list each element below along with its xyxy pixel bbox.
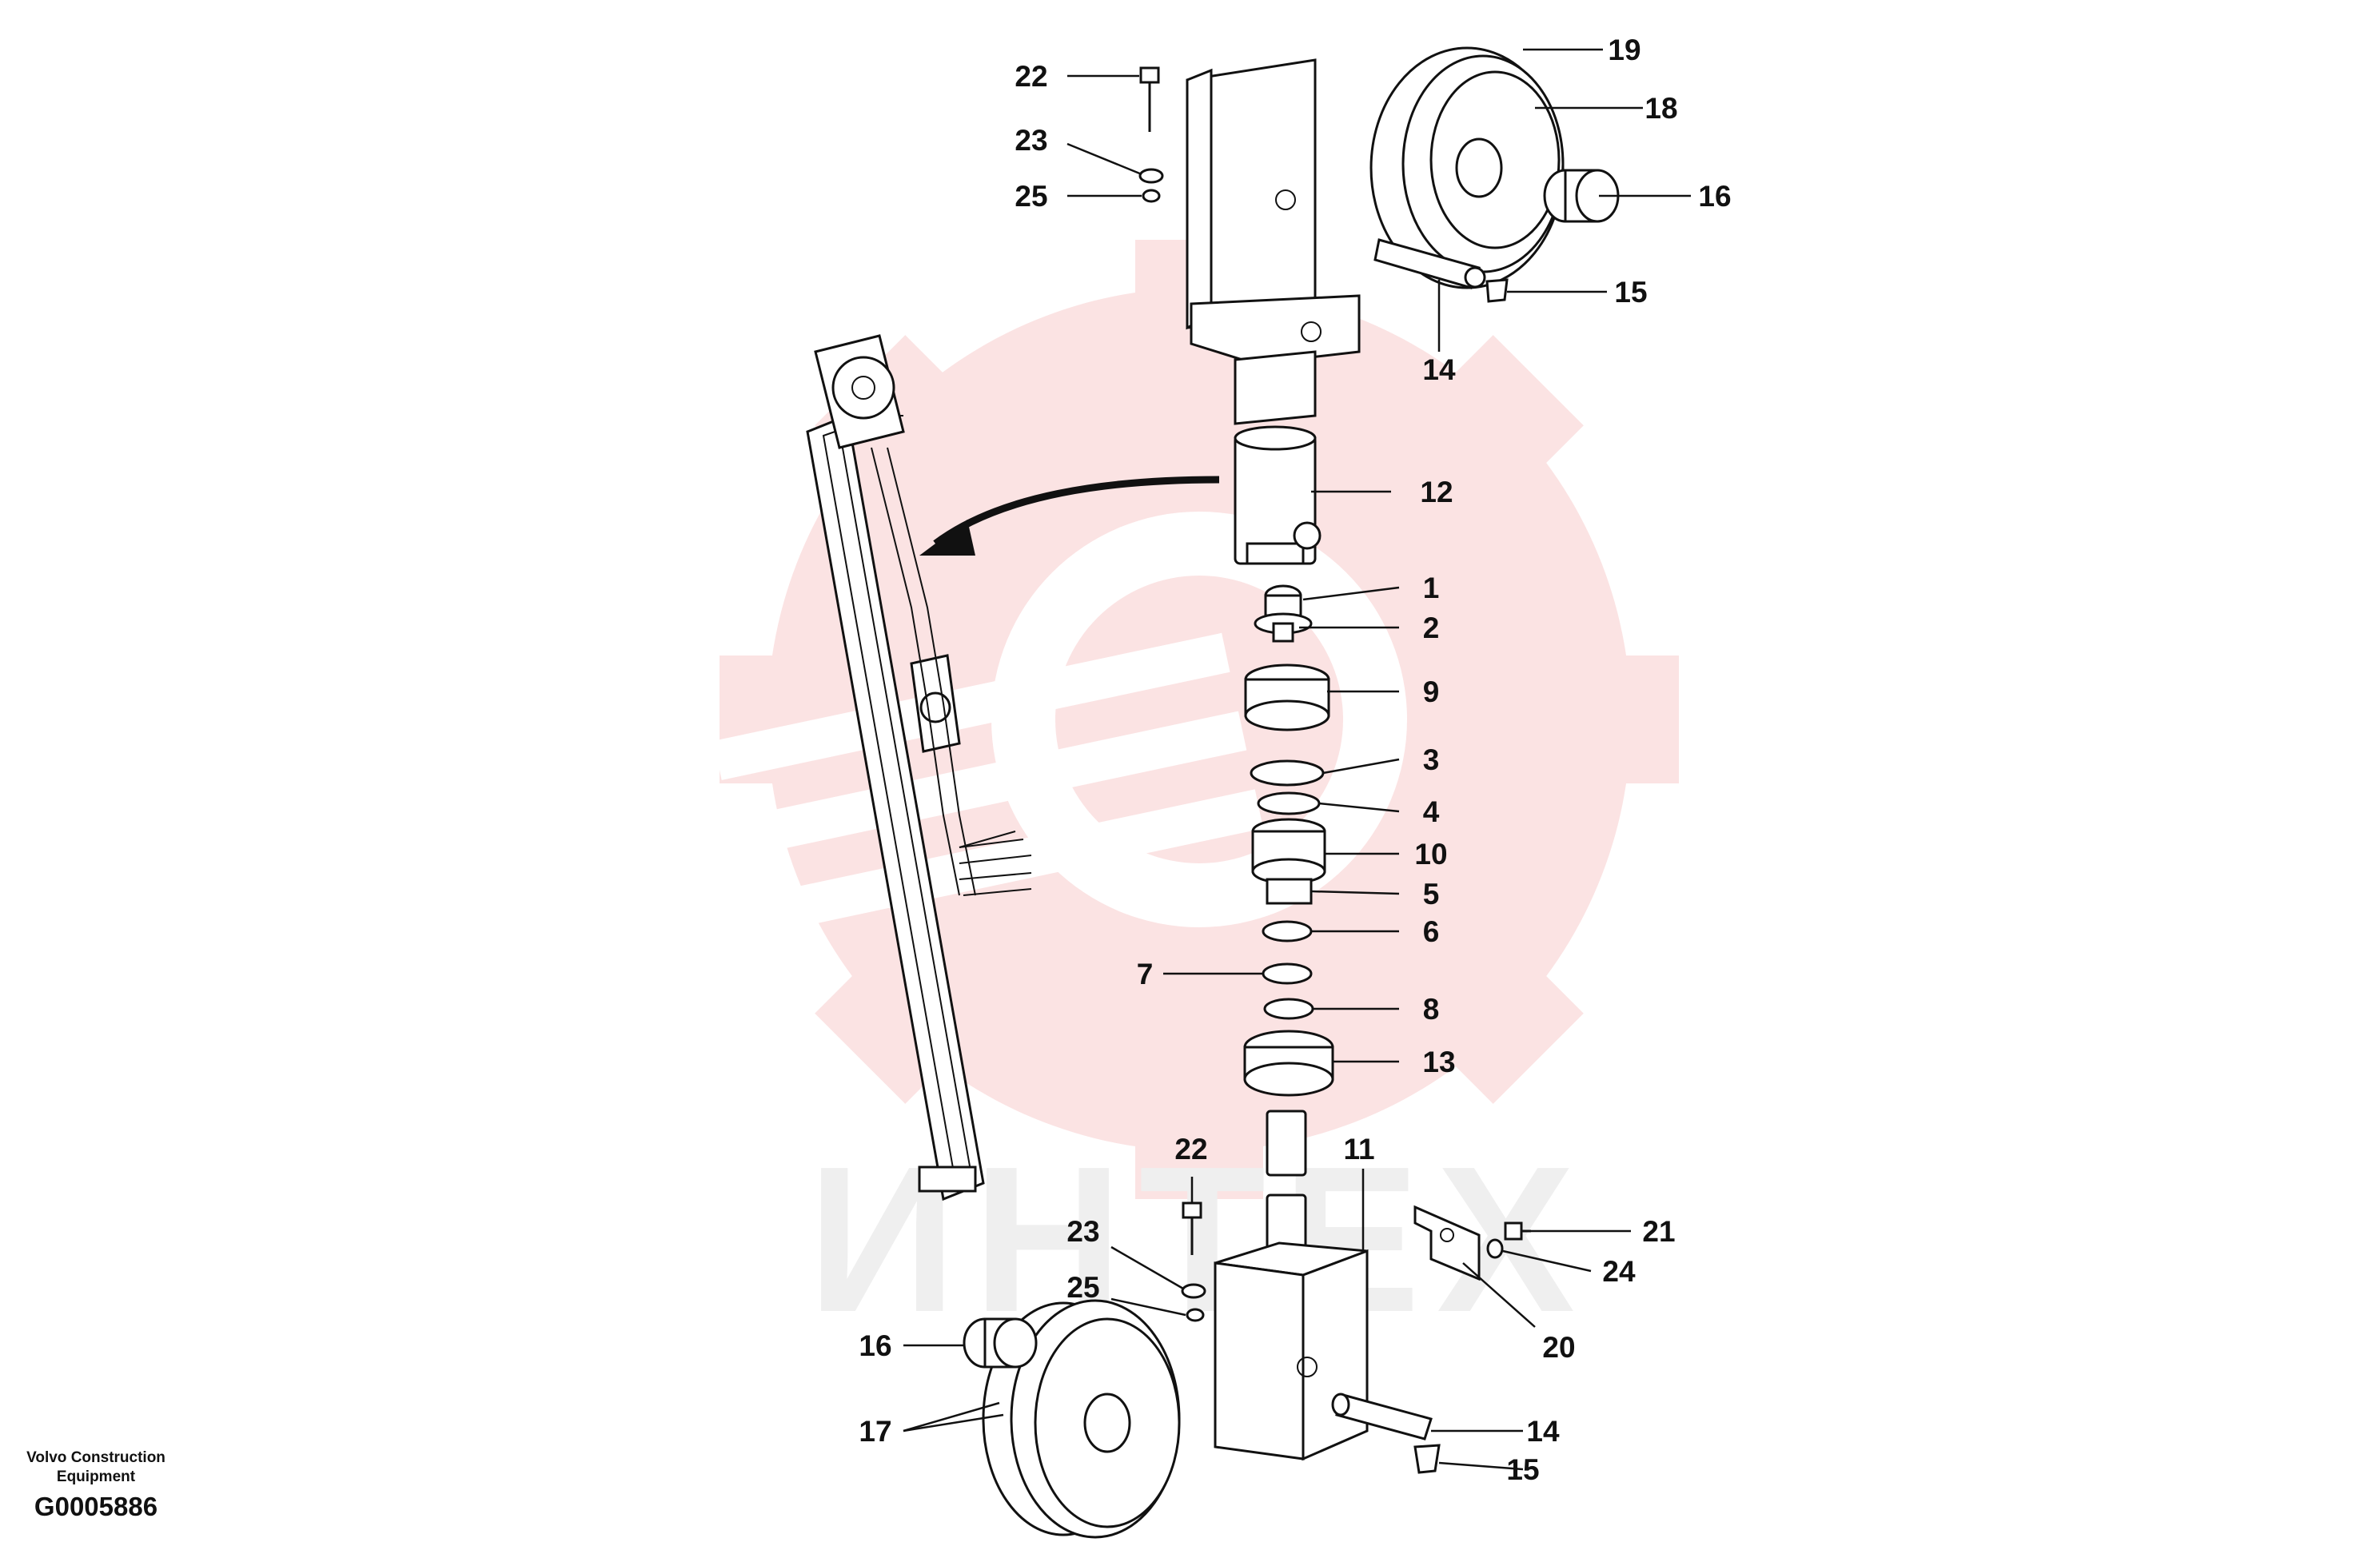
part-label-12: 12 <box>1420 476 1453 508</box>
part-label-20: 20 <box>1542 1331 1575 1364</box>
part-12-tube-drawing <box>1234 425 1322 565</box>
brand-line-1: Volvo Construction <box>26 1449 165 1466</box>
part-label-4: 4 <box>1423 795 1440 828</box>
top-bracket-drawing <box>1186 58 1361 425</box>
part-label-16-top: 16 <box>1698 180 1731 213</box>
part-label-17: 17 <box>859 1415 891 1448</box>
part-label-5: 5 <box>1423 878 1440 911</box>
part-label-7: 7 <box>1137 958 1154 990</box>
part-label-14-top: 14 <box>1422 353 1456 386</box>
hardware-drawing <box>963 66 1620 1474</box>
part-label-3: 3 <box>1423 743 1440 776</box>
part-label-15-top: 15 <box>1614 276 1647 309</box>
part-label-19: 19 <box>1608 34 1640 66</box>
bottom-bracket-drawing <box>1214 1241 1369 1461</box>
part-label-1: 1 <box>1423 572 1440 604</box>
leader-lines <box>903 48 1691 1471</box>
mast-assembly-drawing <box>806 334 1220 1201</box>
top-pulley-drawing <box>1369 46 1565 289</box>
part-label-8: 8 <box>1423 993 1440 1026</box>
part-label-13: 13 <box>1422 1046 1455 1078</box>
figure-code: G0005886 <box>34 1492 158 1521</box>
part-label-24: 24 <box>1602 1255 1636 1288</box>
brand-line-2: Equipment <box>56 1468 136 1485</box>
part-label-16-bottom: 16 <box>859 1329 891 1362</box>
part-label-14-bottom: 14 <box>1526 1415 1560 1448</box>
part-label-18: 18 <box>1644 92 1677 125</box>
part-label-22-bottom: 22 <box>1174 1133 1207 1166</box>
part-label-25-top: 25 <box>1015 180 1047 213</box>
part-label-23-bottom: 23 <box>1066 1215 1099 1248</box>
part-label-10: 10 <box>1414 838 1447 871</box>
part-label-11: 11 <box>1343 1133 1374 1166</box>
part-label-9: 9 <box>1423 675 1440 708</box>
part-label-6: 6 <box>1423 915 1440 948</box>
part-label-21: 21 <box>1642 1215 1675 1248</box>
figure-footer: Volvo Construction Equipment G0005886 <box>0 1448 192 1522</box>
part-label-15-bottom: 15 <box>1506 1453 1539 1486</box>
part-label-23-top: 23 <box>1015 124 1047 157</box>
part-label-2: 2 <box>1423 612 1440 644</box>
part-label-22-top: 22 <box>1015 60 1047 93</box>
part-label-25-bottom: 25 <box>1066 1271 1099 1304</box>
